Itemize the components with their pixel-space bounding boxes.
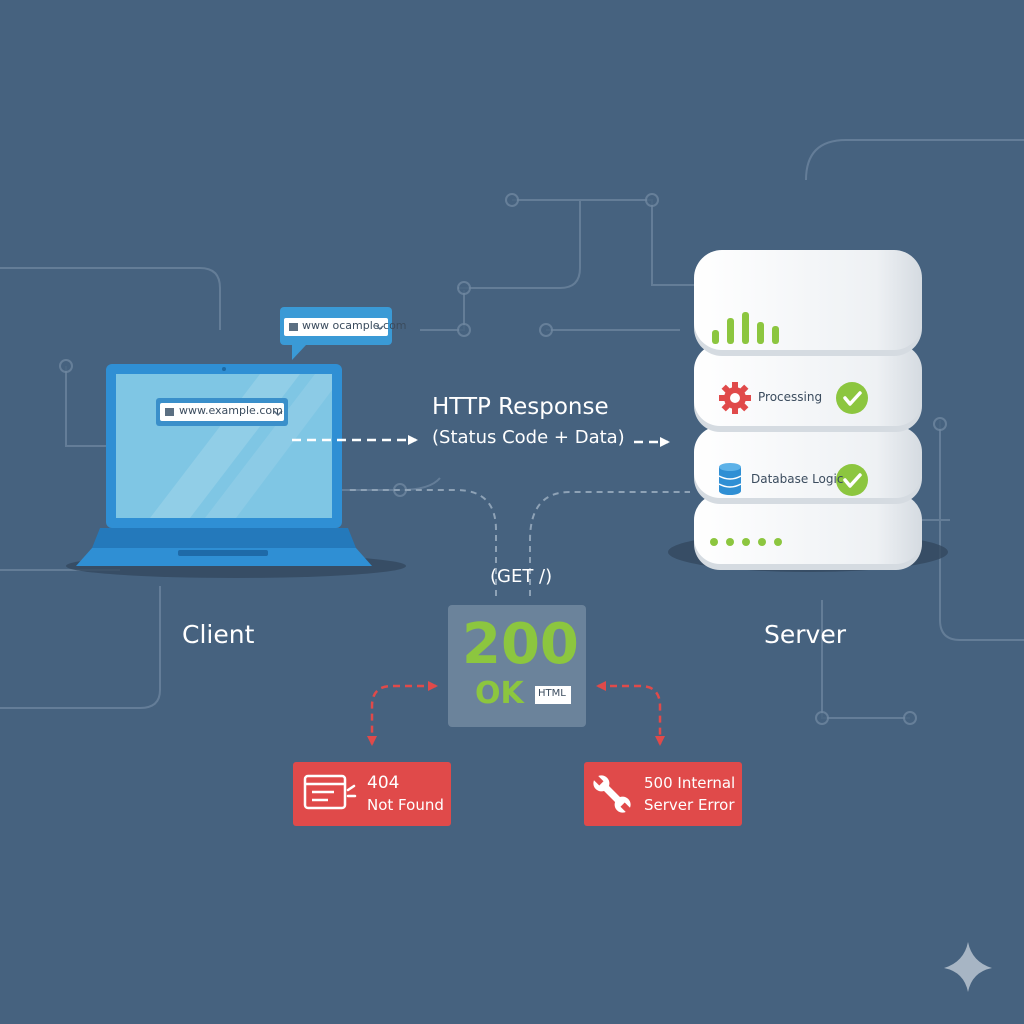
laptop-camera — [222, 367, 226, 371]
laptop-keyboard — [92, 528, 356, 548]
laptop-trackpad — [178, 550, 268, 556]
circuit-nodes — [59, 193, 947, 725]
error-404-box — [293, 762, 451, 826]
screen-address-text: www.example.com — [179, 404, 283, 417]
dropdown-icon — [273, 410, 283, 417]
response-title: HTTP Response — [432, 394, 609, 420]
status-ok-code: 200 — [462, 612, 579, 677]
laptop — [66, 364, 406, 578]
server-unit-bottom — [694, 494, 922, 564]
sparkle-icon — [944, 942, 992, 992]
broken-page-icon — [303, 774, 357, 810]
server-unit-top — [694, 250, 922, 350]
status-ok-text: OK — [475, 676, 524, 711]
server-label: Server — [764, 620, 846, 649]
server-row-processing-label: Processing — [758, 390, 823, 404]
screen-glare — [205, 374, 332, 518]
client-label: Client — [182, 620, 255, 649]
server-unit-processing — [694, 344, 922, 426]
request-lines — [346, 489, 690, 596]
request-label: (GET /) — [490, 566, 553, 587]
bubble-address-text: www ocample.com — [302, 319, 407, 332]
page-icon — [165, 408, 174, 416]
html-tag — [535, 686, 571, 704]
error-arrow-right — [596, 681, 665, 746]
response-subtitle: (Status Code + Data) — [432, 427, 625, 448]
error-404-code: 404 — [367, 773, 400, 793]
status-leds — [710, 538, 782, 546]
page-icon — [289, 323, 298, 331]
server-row-database-label: Database Logic — [751, 472, 844, 486]
signal-bars-icon — [712, 312, 779, 344]
error-404-text: Not Found — [367, 796, 444, 814]
wrench-icon — [592, 774, 632, 814]
error-500-code: 500 Internal — [644, 774, 736, 792]
url-bubble — [280, 307, 392, 360]
laptop-base — [76, 548, 372, 566]
gear-icon — [719, 382, 751, 414]
server-stack — [668, 250, 948, 572]
check-icon — [836, 464, 868, 496]
dropdown-icon — [376, 325, 384, 331]
screen-address-bar — [160, 403, 284, 421]
error-arrow-left — [367, 681, 438, 746]
html-tag-label: HTML — [538, 688, 566, 699]
error-500-text: Server Error — [644, 796, 735, 814]
database-icon — [718, 463, 742, 495]
check-icon — [836, 382, 868, 414]
